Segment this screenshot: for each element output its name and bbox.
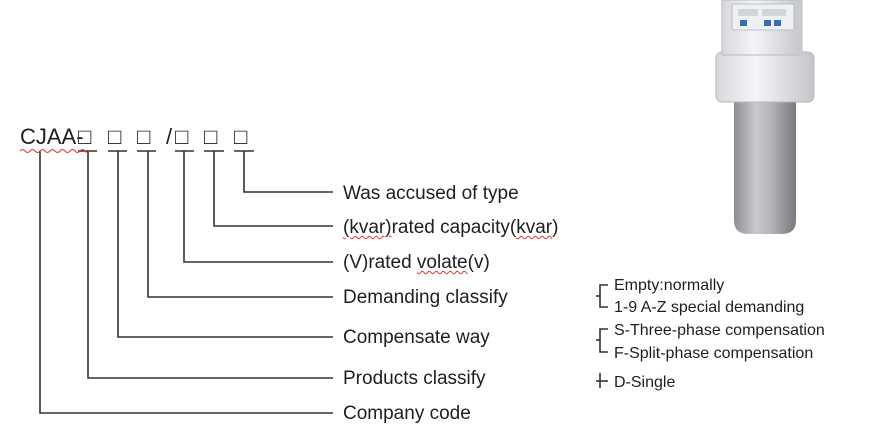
- label-demanding: Demanding classify: [343, 287, 508, 308]
- label-company: Company code: [343, 403, 471, 424]
- option-compensate-1: F-Split-phase compensation: [614, 345, 814, 362]
- box-type: □: [234, 124, 248, 149]
- slash: /: [166, 124, 173, 149]
- box-demanding: □: [78, 124, 92, 149]
- label-products: Products classify: [343, 368, 486, 389]
- option-compensate-0: S-Three-phase compensation: [614, 322, 825, 339]
- capacity-unit-1: (kvar): [343, 217, 392, 238]
- box-capacity: □: [204, 124, 218, 149]
- label-capacity: (kvar)rated capacity(kvar): [343, 217, 558, 239]
- model-prefix: CJAA-: [20, 124, 84, 149]
- box-products: □: [137, 124, 151, 149]
- box-compensate: □: [108, 124, 122, 149]
- voltage-unit: (v): [467, 252, 490, 273]
- capacitor-product-image: [715, 0, 815, 234]
- prefix-spellcheck-squiggle: [20, 149, 90, 153]
- capacity-text: rated capacity(: [391, 217, 517, 238]
- voltage-word: volate: [416, 252, 468, 273]
- box-voltage: □: [175, 124, 189, 149]
- capacity-close: ): [552, 217, 559, 238]
- label-type: Was accused of type: [343, 183, 519, 204]
- capacity-unit-2: kvar: [516, 217, 553, 238]
- label-voltage: (V)rated volate(v): [343, 252, 490, 274]
- option-demanding-1: 1-9 A-Z special demanding: [614, 299, 805, 316]
- option-demanding-0: Empty:normally: [614, 277, 725, 294]
- option-products-0: D-Single: [614, 374, 676, 391]
- voltage-prefix: (V)rated: [343, 252, 417, 273]
- label-compensate: Compensate way: [343, 327, 490, 348]
